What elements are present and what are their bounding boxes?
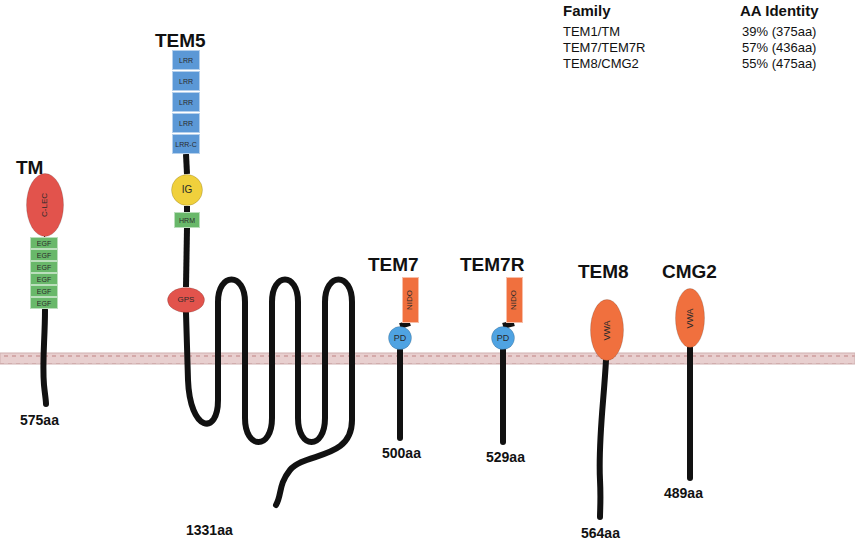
length-label: 529aa bbox=[486, 450, 525, 465]
length-label: 1331aa bbox=[186, 523, 233, 538]
domain-name: EGF bbox=[37, 252, 51, 259]
protein-name: CMG2 bbox=[662, 262, 717, 283]
pd-domain: PD bbox=[491, 326, 515, 350]
domain-name: IG bbox=[182, 185, 193, 195]
domain-name: EGF bbox=[37, 264, 51, 271]
domain-name: PD bbox=[394, 334, 407, 343]
lrr-domain: LRR bbox=[172, 113, 200, 133]
protein-name: TEM5 bbox=[155, 31, 206, 52]
nido-domain: NIDO bbox=[402, 277, 419, 323]
domain-ellipse bbox=[389, 327, 412, 350]
nido-domain: NIDO bbox=[506, 277, 523, 323]
domain-name: EGF bbox=[37, 300, 51, 307]
domain-name: LRR bbox=[179, 78, 193, 85]
lrr-domain: LRR bbox=[172, 92, 200, 112]
domain-name: LRR bbox=[179, 57, 193, 64]
egf-domain: EGF bbox=[30, 297, 58, 309]
domain-ellipse bbox=[676, 289, 705, 348]
ig-domain: IG bbox=[171, 174, 203, 206]
domain-ellipse bbox=[172, 175, 203, 206]
egf-domain: EGF bbox=[30, 285, 58, 297]
vwa-domain: VWA bbox=[675, 288, 705, 348]
domain-name: VWA bbox=[602, 320, 611, 340]
table-cell: 55% (475aa) bbox=[742, 57, 816, 71]
backbone-connector bbox=[186, 154, 187, 174]
backbone-connector bbox=[186, 228, 187, 287]
lectin-domain: C-LEC bbox=[26, 173, 64, 237]
length-label: 500aa bbox=[382, 446, 421, 461]
domain-name: LRR bbox=[179, 99, 193, 106]
table-cell: 39% (375aa) bbox=[742, 25, 816, 39]
protein-name: TEM7 bbox=[368, 255, 419, 276]
egf-domain: EGF bbox=[30, 273, 58, 285]
hrm-domain: HRM bbox=[174, 212, 200, 228]
domain-ellipse bbox=[591, 300, 624, 361]
domain-name: LRR bbox=[179, 120, 193, 127]
tem5-serpentine bbox=[186, 280, 352, 506]
domain-name: HRM bbox=[179, 217, 195, 224]
table-cell: TEM7/TEM7R bbox=[563, 41, 645, 55]
table-cell: TEM8/CMG2 bbox=[563, 57, 639, 71]
table-cell: 57% (436aa) bbox=[742, 41, 816, 55]
backbone-connector bbox=[400, 323, 410, 326]
cell-membrane bbox=[0, 353, 855, 364]
tem8-backbone bbox=[600, 360, 606, 517]
domain-name: NIDO bbox=[406, 290, 414, 310]
domain-ellipse bbox=[168, 288, 205, 313]
domain-name: PD bbox=[497, 334, 510, 343]
lrr-domain: LRR bbox=[172, 71, 200, 91]
egf-domain: EGF bbox=[30, 237, 58, 249]
length-label: 564aa bbox=[581, 526, 620, 541]
domain-name: GPS bbox=[178, 296, 195, 304]
protein-name: TM bbox=[16, 158, 43, 179]
lrr-domain: LRR bbox=[172, 50, 200, 70]
protein-name: TEM7R bbox=[460, 255, 524, 276]
pd-domain: PD bbox=[388, 326, 412, 350]
domain-ellipse bbox=[27, 174, 64, 237]
domain-name: NIDO bbox=[510, 290, 518, 310]
gps-domain: GPS bbox=[167, 287, 205, 313]
tem7r-backbone bbox=[500, 350, 506, 442]
table-cell: TEM1/TM bbox=[563, 25, 620, 39]
egf-domain: EGF bbox=[30, 249, 58, 261]
domain-name: EGF bbox=[37, 240, 51, 247]
egf-domain: EGF bbox=[30, 261, 58, 273]
tm-backbone bbox=[43, 310, 46, 404]
lrr-domain: LRR-C bbox=[172, 134, 200, 154]
domain-name: EGF bbox=[37, 276, 51, 283]
cmg2-backbone bbox=[687, 348, 693, 478]
length-label: 575aa bbox=[20, 413, 59, 428]
domain-name: C-LEC bbox=[41, 193, 49, 217]
domain-name: EGF bbox=[37, 288, 51, 295]
vwa-domain: VWA bbox=[590, 299, 624, 361]
domain-name: LRR-C bbox=[175, 141, 196, 148]
length-label: 489aa bbox=[664, 486, 703, 501]
backbone-connector bbox=[503, 323, 514, 326]
domain-name: VWA bbox=[685, 308, 694, 328]
table-header: Family bbox=[563, 3, 611, 20]
table-header: AA Identity bbox=[740, 3, 819, 20]
protein-name: TEM8 bbox=[578, 262, 629, 283]
tem7-backbone bbox=[397, 350, 403, 438]
domain-ellipse bbox=[492, 327, 515, 350]
